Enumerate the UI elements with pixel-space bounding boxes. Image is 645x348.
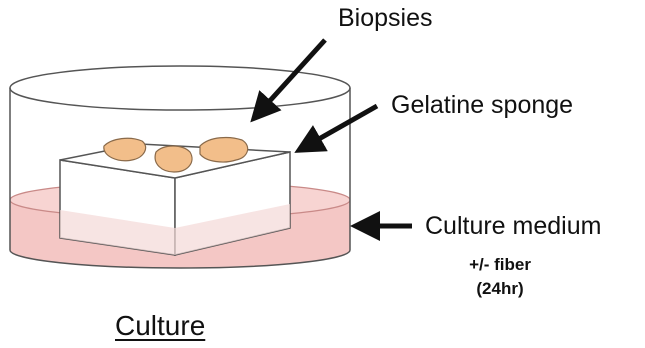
culture-medium-label: Culture medium <box>425 214 601 239</box>
fiber-label: +/- fiber <box>455 256 545 273</box>
arrow-icon <box>303 106 377 148</box>
gelatine-sponge-label: Gelatine sponge <box>391 93 573 118</box>
duration-label: (24hr) <box>455 280 545 297</box>
culture-caption: Culture <box>115 312 205 340</box>
biopsies-label: Biopsies <box>338 6 433 31</box>
arrow-icon <box>257 40 325 115</box>
